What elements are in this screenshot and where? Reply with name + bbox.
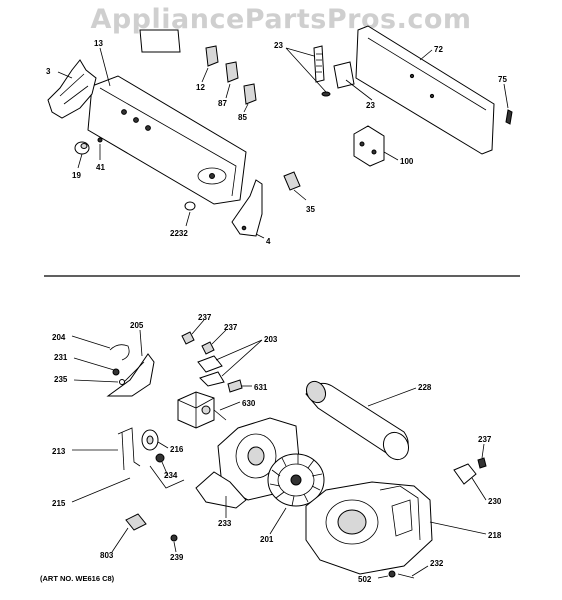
art-number: (ART NO. WE616 C8) (40, 574, 115, 583)
switch (283, 171, 301, 191)
callout-203: 203 (264, 335, 278, 344)
callout-234: 234 (164, 471, 178, 480)
callout-19: 19 (72, 171, 81, 180)
nut (119, 379, 125, 385)
valve (453, 463, 477, 485)
panel-hole (145, 125, 151, 131)
panel-hole (133, 117, 139, 123)
callout-232: 232 (430, 559, 444, 568)
screw (505, 109, 513, 125)
screw (477, 457, 487, 469)
callout-4: 4 (266, 237, 271, 246)
callout-803: 803 (100, 551, 114, 560)
callout-239: 239 (170, 553, 184, 562)
switch (225, 61, 239, 83)
callout-233: 233 (218, 519, 232, 528)
clip (199, 371, 225, 387)
control-panel-assembly (47, 25, 513, 237)
screw (112, 368, 120, 376)
callout-201: 201 (260, 535, 274, 544)
callout-502: 502 (358, 575, 372, 584)
screw (321, 91, 331, 97)
end-cap-right (231, 179, 263, 237)
screw (201, 341, 215, 355)
base-bracket (195, 471, 247, 509)
leader-lines-top (57, 47, 509, 239)
callout-237c: 237 (478, 435, 492, 444)
callout-215: 215 (52, 499, 66, 508)
callout-235: 235 (54, 375, 68, 384)
clip (197, 355, 223, 373)
callout-631: 631 (254, 383, 268, 392)
callout-231: 231 (54, 353, 68, 362)
timer (353, 125, 385, 167)
callout-87: 87 (218, 99, 227, 108)
callout-12: 12 (196, 83, 205, 92)
screw (388, 570, 396, 578)
callout-2232: 2232 (170, 229, 188, 238)
terminal-bracket (333, 61, 355, 89)
callout-35: 35 (306, 205, 315, 214)
end-cap-left (47, 59, 97, 119)
callout-75: 75 (498, 75, 507, 84)
instruction-card (139, 29, 181, 53)
callout-204: 204 (52, 333, 66, 342)
callout-41: 41 (96, 163, 105, 172)
switch (205, 45, 219, 67)
panel-hole (121, 109, 127, 115)
clip (109, 344, 130, 361)
drive-assembly (106, 331, 487, 579)
callout-labels: 3 13 23 72 75 12 87 23 85 100 19 41 35 2… (46, 39, 507, 584)
callout-237b: 237 (224, 323, 238, 332)
callout-23b: 23 (366, 101, 375, 110)
callout-72: 72 (434, 45, 443, 54)
pulley-nut (155, 453, 165, 463)
blower-housing-rear (305, 481, 433, 575)
thermostat (227, 379, 243, 393)
callout-85: 85 (238, 113, 247, 122)
motor-bracket (106, 353, 155, 397)
control-panel (87, 75, 247, 205)
callout-213: 213 (52, 447, 66, 456)
callout-630: 630 (242, 399, 256, 408)
callout-3: 3 (46, 67, 51, 76)
idler-arm (117, 427, 141, 467)
callout-230: 230 (488, 497, 502, 506)
callout-205: 205 (130, 321, 144, 330)
backsplash (355, 25, 495, 155)
callout-218: 218 (488, 531, 502, 540)
callout-13: 13 (94, 39, 103, 48)
panel-dial-recess (197, 167, 227, 185)
switch (243, 83, 257, 105)
idler-spring (149, 465, 185, 489)
knob-small (184, 201, 196, 211)
terminal-block (313, 45, 325, 83)
screw (181, 331, 195, 345)
callout-23: 23 (274, 41, 283, 50)
switch (125, 513, 147, 531)
screw (170, 534, 178, 542)
callout-100: 100 (400, 157, 414, 166)
callout-216: 216 (170, 445, 184, 454)
callout-237: 237 (198, 313, 212, 322)
callout-228: 228 (418, 383, 432, 392)
leader-lines-bottom (71, 319, 487, 579)
knob-clip (97, 137, 103, 143)
